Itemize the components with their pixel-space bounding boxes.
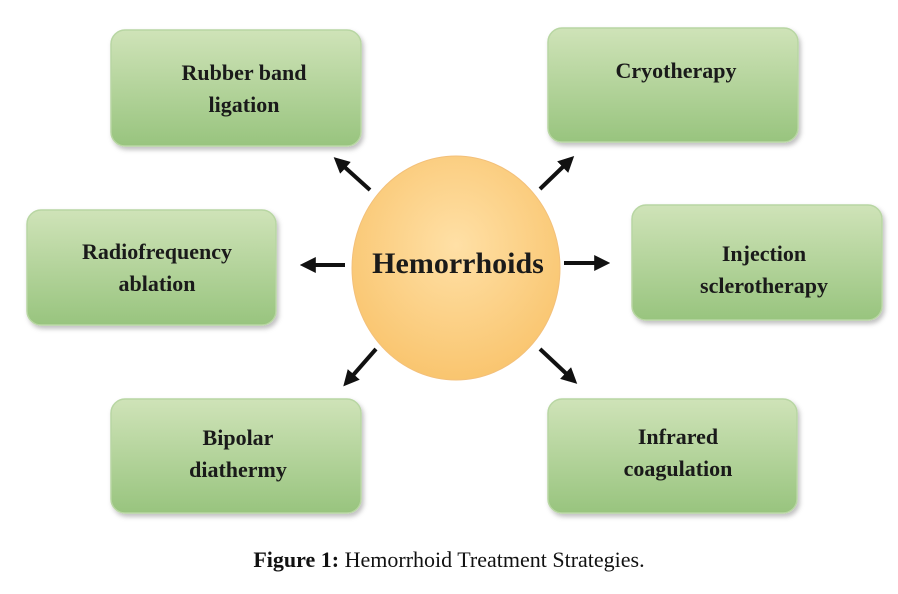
treatment-box-infrared-coagulation: Infrared coagulation xyxy=(547,398,798,514)
box-label-line: Injection xyxy=(722,241,806,266)
treatment-box-rubber-band-ligation: Rubber band ligation xyxy=(110,29,362,147)
arrow-to-cryotherapy xyxy=(538,155,575,191)
box-label-line: Cryotherapy xyxy=(616,58,737,83)
arrow-to-rubber-band-ligation xyxy=(333,157,372,192)
box-label-line: ablation xyxy=(118,271,195,296)
box-label-line: Bipolar xyxy=(203,425,274,450)
arrow-to-bipolar-diathermy xyxy=(343,347,378,387)
treatment-box-bipolar-diathermy: Bipolar diathermy xyxy=(110,398,362,514)
box-label-line: sclerotherapy xyxy=(700,273,828,298)
center-node: Hemorrhoids xyxy=(351,155,561,381)
box-shape xyxy=(26,209,277,326)
center-ellipse xyxy=(351,155,561,381)
box-label-line: ligation xyxy=(209,92,280,117)
box-label: Cryotherapy xyxy=(616,58,737,83)
treatment-box-radiofrequency-ablation: Radiofrequency ablation xyxy=(26,209,277,326)
box-shape xyxy=(631,204,883,321)
box-label-line: coagulation xyxy=(624,456,733,481)
box-label-line: Radiofrequency xyxy=(82,239,232,264)
box-shape xyxy=(547,27,799,143)
box-label-line: diathermy xyxy=(189,457,287,482)
box-shape xyxy=(547,398,798,514)
treatment-box-injection-sclerotherapy: Injection sclerotherapy xyxy=(631,204,883,321)
box-label: Radiofrequency ablation xyxy=(82,239,232,296)
arrow-to-infrared-coagulation xyxy=(538,347,578,384)
arrows xyxy=(299,155,611,387)
box-label: Infrared coagulation xyxy=(624,424,733,481)
box-label: Bipolar diathermy xyxy=(189,425,287,482)
box-label-line: Rubber band xyxy=(182,60,307,85)
center-label: Hemorrhoids xyxy=(372,247,544,280)
box-shape xyxy=(110,398,362,514)
box-shape xyxy=(110,29,362,147)
caption-label: Figure 1: xyxy=(253,547,340,572)
box-label-line: Infrared xyxy=(638,424,718,449)
treatment-box-cryotherapy: Cryotherapy xyxy=(547,27,799,143)
box-label: Injection sclerotherapy xyxy=(700,241,828,298)
box-label: Rubber band ligation xyxy=(182,60,307,117)
figure-caption: Figure 1: Hemorrhoid Treatment Strategie… xyxy=(0,547,898,573)
caption-text: Hemorrhoid Treatment Strategies. xyxy=(339,547,645,572)
